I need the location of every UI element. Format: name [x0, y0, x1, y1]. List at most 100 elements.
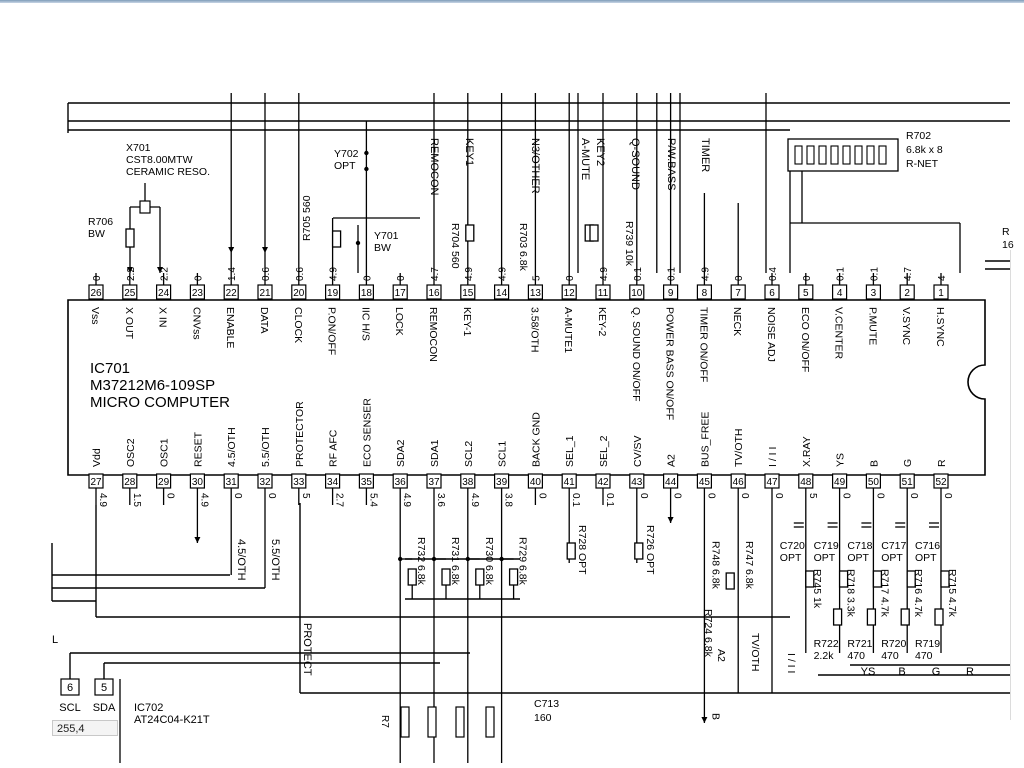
pin-label-23: CNVss: [190, 307, 202, 340]
clip-label-r: R: [1002, 226, 1010, 238]
low-res-label-3: R720: [881, 638, 906, 650]
pin-box-16: [426, 284, 442, 300]
pin-number-13: 13: [530, 288, 542, 299]
rgb-low-resistor: [934, 608, 944, 626]
pin-label-26: Vss: [89, 307, 101, 325]
arrow-icon: [701, 717, 708, 723]
signal-amute: A-MUTE: [579, 138, 591, 180]
pin-voltage-10: 0.1: [633, 267, 644, 281]
pin-box-19: [325, 284, 341, 300]
pin-voltage-23: 0: [193, 275, 204, 281]
pin-number-28: 28: [124, 477, 136, 488]
pin-voltage-3: 0.1: [869, 267, 880, 281]
pin-number-2: 2: [904, 288, 910, 299]
pin-voltage-9: 0.1: [667, 267, 678, 281]
pin-box-20: [291, 284, 307, 300]
pin-voltage-7: 0: [734, 275, 745, 281]
x701-part: CST8.00MTW: [126, 154, 193, 166]
pin-box-33: [291, 473, 307, 489]
pin-label-6: NOISE ADJ: [765, 307, 777, 362]
pin-label-31: 4.5/OTH: [226, 427, 238, 467]
ic701-name: IC701: [90, 360, 130, 377]
pin-voltage-26: 0: [92, 275, 103, 281]
r705-symbol: [331, 230, 342, 248]
pin-label-20: CLOCK: [292, 307, 304, 343]
pin-label-11: KEY-2: [596, 307, 608, 337]
res-label-1: R731 6.8k: [449, 537, 461, 586]
pin-label-9: POWER BASS ON/OFF: [664, 307, 676, 420]
pin-number-41: 41: [564, 477, 576, 488]
amute-res: [589, 224, 599, 242]
pin-voltage-37: 3.6: [435, 493, 446, 507]
pin-voltage-40: 0: [536, 493, 547, 499]
low-res-label-1: R722: [814, 638, 839, 650]
pin-number-27: 27: [90, 477, 102, 488]
low-res-label-2: R721: [847, 638, 872, 650]
pin-box-15: [460, 284, 476, 300]
pin-number-12: 12: [564, 288, 576, 299]
pin-box-9: [662, 284, 679, 300]
c713-value: 160: [534, 712, 552, 724]
cap-label-3: C717: [881, 540, 906, 552]
res-label-0: R732 6.8k: [415, 537, 427, 586]
ic702-name: IC702: [134, 702, 163, 714]
cap-value-0: OPT: [780, 552, 802, 564]
pin-box-5: [798, 284, 814, 300]
pin-voltage-2: 4.7: [903, 267, 914, 281]
pin-label-8: TIMER ON/OFF: [697, 307, 709, 382]
pin-number-7: 7: [735, 288, 741, 299]
pin-number-51: 51: [902, 477, 914, 488]
y701-value: BW: [374, 242, 391, 254]
pin-voltage-52: 0: [942, 493, 953, 499]
r747-symbol: [725, 572, 735, 590]
r726-symbol: [634, 542, 644, 560]
junction-dot: [499, 556, 504, 562]
pin-box-44: [662, 473, 679, 489]
scrollbar-edge[interactable]: [1010, 250, 1023, 720]
pin-number-1: 1: [938, 288, 944, 299]
arrow-icon: [667, 517, 674, 523]
pin-number-25: 25: [124, 288, 136, 299]
pin-number-9: 9: [668, 288, 674, 299]
pin-number-49: 49: [834, 477, 846, 488]
pin-label-12: A-MUTE1: [562, 307, 574, 353]
pullup-resistor: [441, 568, 451, 586]
pin-number-11: 11: [598, 288, 609, 299]
pin-voltage-27: 4.9: [97, 493, 108, 507]
pin-box-36: [392, 473, 408, 489]
pin-label-15: KEY-1: [461, 307, 473, 337]
pin-box-37: [426, 473, 442, 489]
pin-label-39: SCL1: [497, 441, 509, 467]
x701-label: X701: [126, 142, 151, 154]
pin-label-35: ECO SENSER: [361, 398, 373, 467]
pin-voltage-17: 0: [396, 275, 407, 281]
junction-dot: [355, 240, 361, 246]
pin-voltage-41: 0.1: [570, 493, 581, 507]
pin-voltage-46: 0: [739, 493, 750, 499]
pin-label-30: RESET: [192, 431, 204, 467]
junction-dot: [431, 556, 437, 562]
pullup-resistor: [407, 568, 417, 586]
pin-number-22: 22: [226, 288, 238, 299]
pin-box-38: [460, 473, 476, 489]
rgb-resistor: [805, 570, 815, 588]
pin-number-8: 8: [702, 288, 708, 299]
r702-element: [794, 145, 803, 165]
pin-number-37: 37: [428, 477, 440, 488]
r702-type: R-NET: [906, 158, 939, 170]
junction-dot: [398, 556, 403, 562]
rgb-low-resistor: [832, 608, 843, 626]
clip-label-16: 16: [1002, 239, 1014, 251]
pin-label-3: P.MUTE: [866, 307, 878, 345]
ic701-part: M37212M6-109SP: [90, 377, 215, 394]
r702-element: [818, 145, 827, 165]
pin-number-48: 48: [800, 477, 812, 488]
pin-box-34: [325, 473, 341, 489]
pin-number-42: 42: [597, 477, 609, 488]
pin-box-4: [831, 284, 848, 300]
pin-voltage-8: 4.9: [700, 267, 711, 281]
pin-number-52: 52: [935, 477, 947, 488]
pin-voltage-36: 4.9: [401, 493, 412, 507]
pin-voltage-31: 0: [232, 493, 243, 499]
bottom-res-stub: [400, 706, 410, 738]
